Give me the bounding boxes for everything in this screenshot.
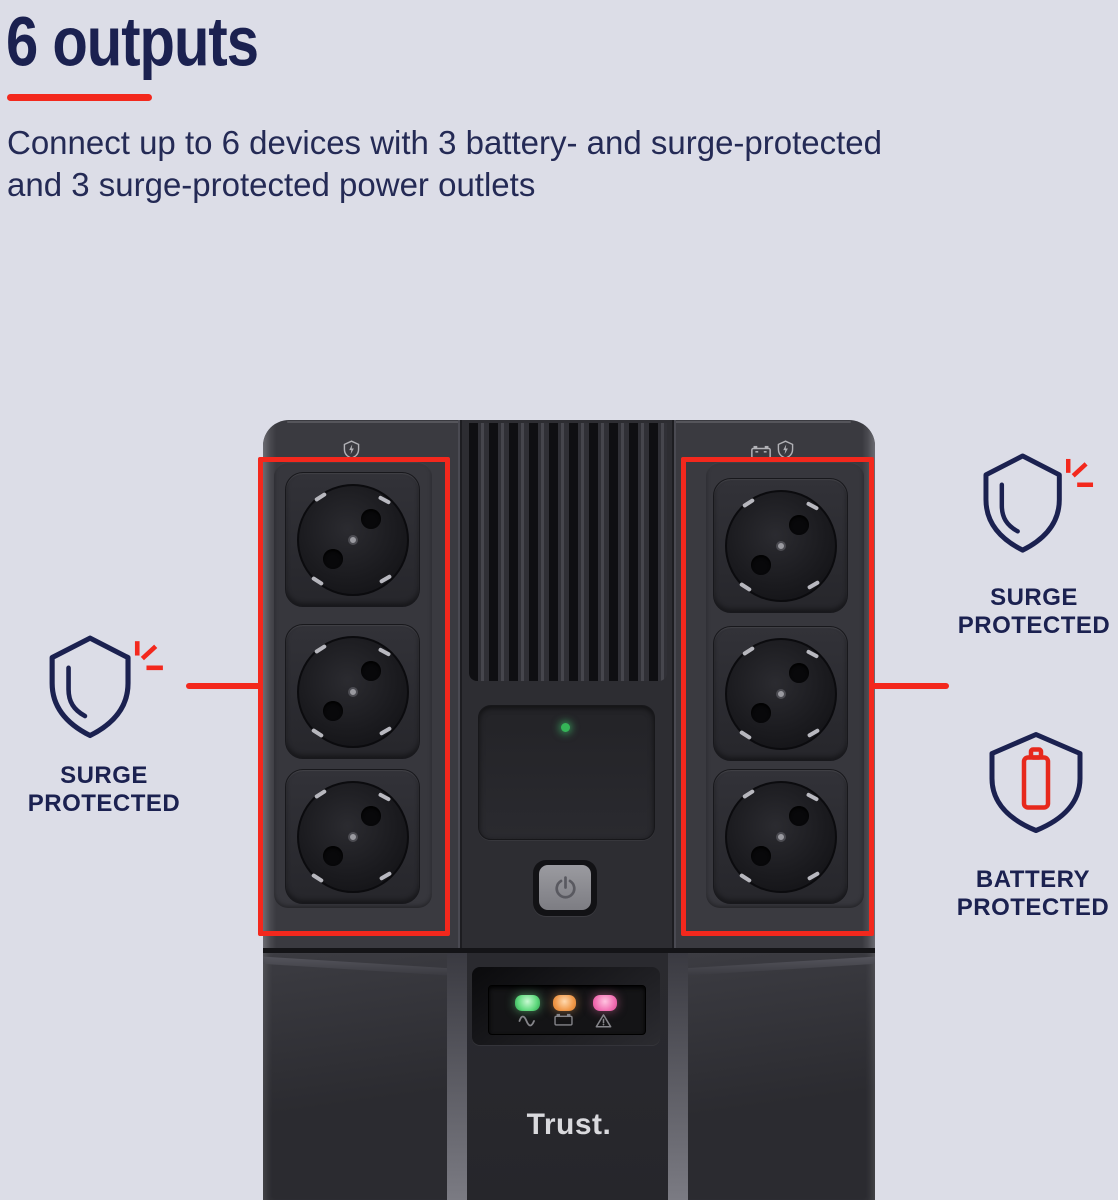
right-body-wing xyxy=(688,953,875,1200)
outlet-recess xyxy=(297,484,409,596)
ups-device-lower: Trust. xyxy=(263,948,875,1200)
label-line-2: PROTECTED xyxy=(957,612,1111,639)
surge-protected-label: SURGE PROTECTED xyxy=(6,762,202,818)
pin-hole xyxy=(751,703,771,723)
pin-hole xyxy=(323,701,343,721)
screw xyxy=(776,541,786,551)
shield-battery-icon xyxy=(989,732,1083,833)
battery-icon xyxy=(554,1013,573,1026)
status-led-window xyxy=(488,985,646,1035)
subtitle-line-1: Connect up to 6 devices with 3 battery- … xyxy=(7,124,882,161)
shield-spark-icon xyxy=(49,635,163,739)
screw xyxy=(348,832,358,842)
power-outlet xyxy=(285,624,420,759)
alarm-led xyxy=(593,995,617,1011)
ventilation-grille xyxy=(469,423,667,681)
screw xyxy=(348,535,358,545)
highlight-box-surge-outlets xyxy=(258,457,450,936)
label-line-2: PROTECTED xyxy=(27,790,181,817)
pin-hole xyxy=(789,806,809,826)
highlight-box-battery-outlets xyxy=(681,457,874,936)
pin-hole xyxy=(361,509,381,529)
power-button xyxy=(539,865,591,910)
sine-wave-icon xyxy=(518,1015,535,1027)
pin-hole xyxy=(789,515,809,535)
outlet-recess xyxy=(725,781,837,893)
left-body-wing xyxy=(263,953,447,1200)
pin-hole xyxy=(751,846,771,866)
warning-triangle-icon xyxy=(595,1014,612,1028)
screw xyxy=(776,689,786,699)
label-line-2: PROTECTED xyxy=(956,894,1110,921)
screw xyxy=(348,687,358,697)
surge-protected-label: SURGE PROTECTED xyxy=(950,584,1118,640)
battery-protected-label: BATTERY PROTECTED xyxy=(948,866,1118,922)
pin-hole xyxy=(361,661,381,681)
status-led-panel xyxy=(472,967,660,1045)
body-separator xyxy=(447,953,467,1200)
label-line-1: SURGE xyxy=(990,584,1078,611)
ups-device-upper xyxy=(263,420,875,948)
pin-hole xyxy=(323,846,343,866)
page-subtitle: Connect up to 6 devices with 3 battery- … xyxy=(7,122,1097,206)
screw xyxy=(776,832,786,842)
title-underline xyxy=(7,94,152,101)
subtitle-line-2: and 3 surge-protected power outlets xyxy=(7,166,536,203)
power-led-indicator xyxy=(561,723,570,732)
pin-hole xyxy=(789,663,809,683)
power-outlet xyxy=(713,626,848,761)
status-window xyxy=(478,705,655,840)
outlet-recess xyxy=(725,490,837,602)
power-outlet xyxy=(285,769,420,904)
power-button-bezel xyxy=(533,860,597,916)
label-line-1: SURGE xyxy=(60,762,148,789)
shield-spark-icon xyxy=(983,453,1094,553)
outlet-recess xyxy=(297,636,409,748)
callout-connector-line xyxy=(186,683,260,689)
power-outlet xyxy=(713,769,848,904)
page-title: 6 outputs xyxy=(6,3,259,82)
battery-led xyxy=(553,995,576,1011)
power-outlet xyxy=(285,472,420,607)
body-seam xyxy=(263,948,875,953)
callout-connector-line xyxy=(872,683,949,689)
label-line-1: BATTERY xyxy=(975,866,1091,893)
power-outlet xyxy=(713,478,848,613)
pin-hole xyxy=(323,549,343,569)
outlet-recess xyxy=(297,781,409,893)
outlet-recess xyxy=(725,638,837,750)
body-separator xyxy=(668,953,688,1200)
mains-led xyxy=(515,995,540,1011)
brand-logo: Trust. xyxy=(526,1108,612,1141)
pin-hole xyxy=(361,806,381,826)
left-edge-strip xyxy=(263,420,276,948)
power-icon xyxy=(554,876,576,899)
pin-hole xyxy=(751,555,771,575)
